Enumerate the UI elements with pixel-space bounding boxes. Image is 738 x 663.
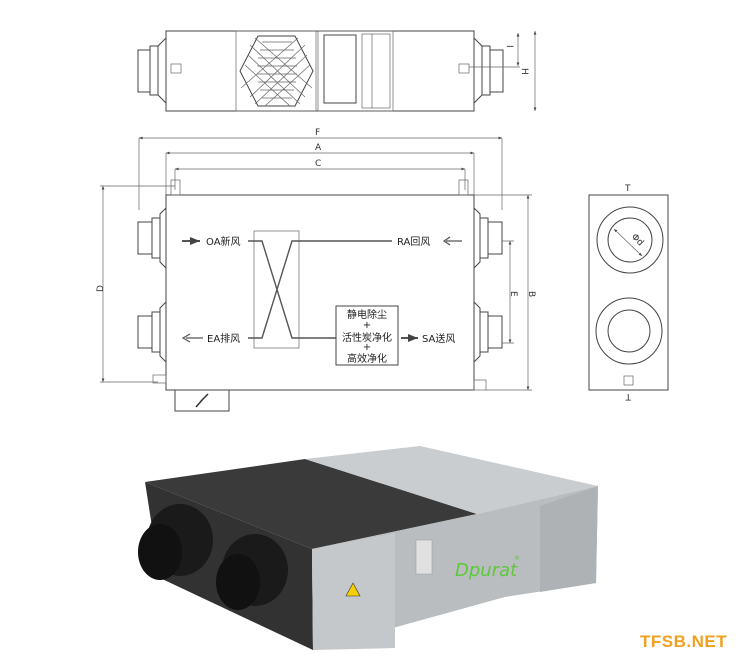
label-sa: SA送风: [422, 332, 455, 345]
brand-logo: Dpurat: [455, 560, 518, 581]
dim-e: E: [508, 291, 518, 297]
trademark: ®: [514, 555, 520, 562]
wiring-icon: [458, 63, 470, 74]
electric-box: [174, 389, 230, 412]
filter-line: 静电除尘: [347, 308, 387, 321]
lightning-icon: [195, 393, 209, 408]
dim-h: H: [519, 68, 529, 75]
filter-box: 静电除尘 + 活性炭净化 + 高效净化: [335, 305, 399, 366]
width-dimensions: F A C: [138, 128, 503, 210]
arrow-out-icon: [181, 333, 203, 343]
wiring-icon: [623, 375, 634, 386]
top-view: I H: [137, 30, 537, 112]
filter-line: 高效净化: [347, 352, 387, 365]
dim-f: F: [315, 128, 320, 138]
dim-c: C: [315, 159, 321, 169]
filter-line: +: [363, 342, 371, 353]
wiring-icon: [170, 63, 182, 74]
dim-i: I: [504, 45, 514, 48]
label-oa: OA新风: [206, 235, 241, 248]
side-view: Φd T T: [588, 184, 669, 401]
plan-view: OA新风 RA回风 EA排风 静电除尘 + 活性炭净化 + 高效净化 SA送风 …: [96, 179, 536, 412]
dim-a: A: [315, 143, 322, 153]
arrow-in-icon: [442, 236, 462, 246]
dim-b: B: [526, 291, 536, 297]
warning-icon: [345, 582, 361, 597]
watermark: TFSB.NET: [640, 632, 728, 651]
airflow-paths: [248, 240, 392, 339]
product-photo: Dpurat ®: [138, 446, 598, 650]
label-ra: RA回风: [397, 236, 430, 248]
label-ea: EA排风: [207, 332, 240, 345]
dim-t-top: T: [624, 184, 631, 194]
nameplate: [415, 539, 433, 575]
heat-exchanger-core: [239, 35, 314, 107]
filter-line: +: [363, 320, 371, 331]
dim-t-bottom: T: [625, 391, 632, 401]
dim-d: D: [96, 285, 106, 292]
filter-line: 活性炭净化: [342, 331, 392, 344]
